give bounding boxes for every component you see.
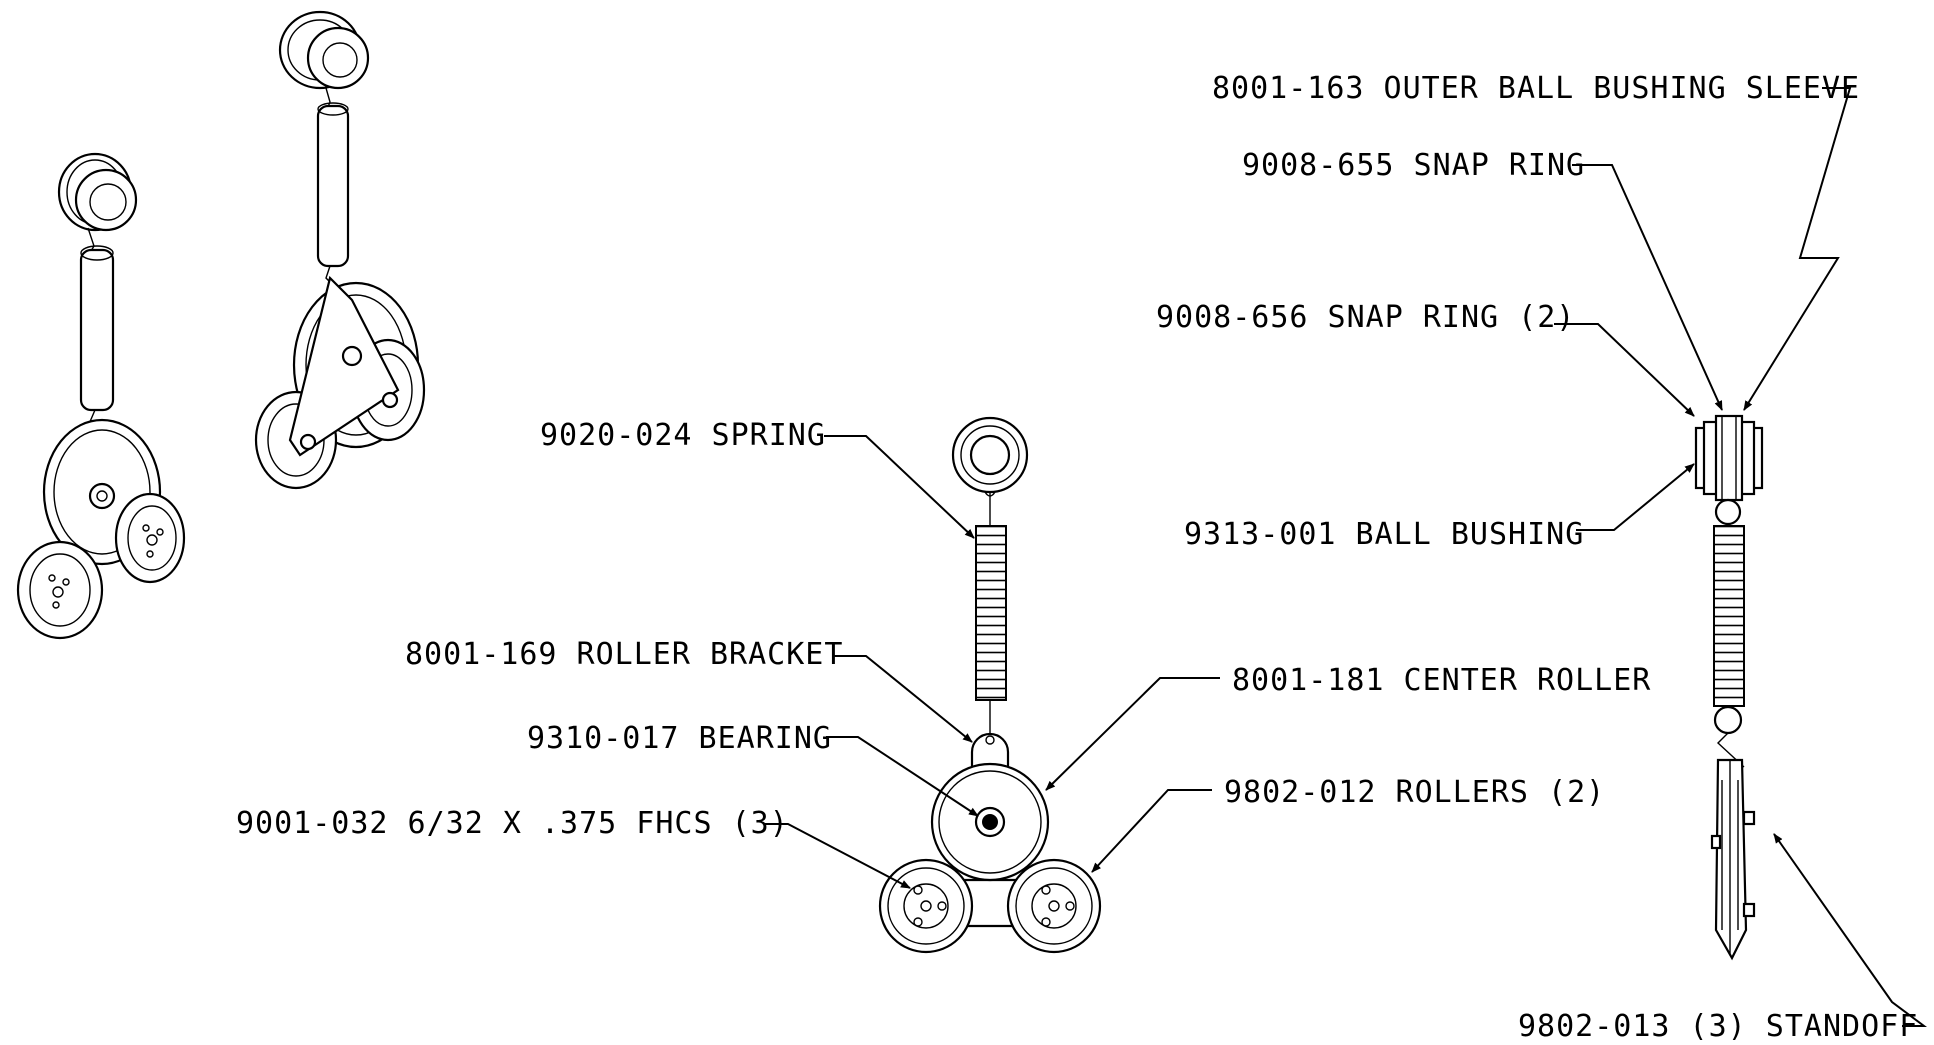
callout-bearing: 9310-017 BEARING	[527, 721, 979, 817]
svg-text:9313-001 BALL BUSHING: 9313-001 BALL BUSHING	[1184, 517, 1584, 552]
callout-outer-ball-bushing-sleeve: 8001-163 OUTER BALL BUSHING SLEEVE	[1212, 71, 1860, 411]
callout-snap-ring-655: 9008-655 SNAP RING	[1242, 148, 1723, 411]
svg-text:8001-181 CENTER ROLLER: 8001-181 CENTER ROLLER	[1232, 663, 1651, 698]
svg-text:8001-169 ROLLER BRACKET: 8001-169 ROLLER BRACKET	[405, 637, 843, 672]
side-view	[1694, 414, 1764, 961]
callout-snap-ring-656: 9008-656 SNAP RING (2)	[1156, 300, 1695, 417]
svg-text:9802-013 (3) STANDOFF: 9802-013 (3) STANDOFF	[1518, 1009, 1918, 1044]
callout-roller-bracket: 8001-169 ROLLER BRACKET	[405, 637, 973, 743]
callout-center-roller: 8001-181 CENTER ROLLER	[1045, 663, 1651, 791]
svg-text:9802-012 ROLLERS (2): 9802-012 ROLLERS (2)	[1224, 775, 1605, 810]
svg-text:9310-017 BEARING: 9310-017 BEARING	[527, 721, 832, 756]
svg-text:8001-163 OUTER BALL BUSHING SL: 8001-163 OUTER BALL BUSHING SLEEVE	[1212, 71, 1860, 106]
svg-text:9008-656 SNAP RING (2): 9008-656 SNAP RING (2)	[1156, 300, 1575, 335]
callout-ball-bushing: 9313-001 BALL BUSHING	[1184, 463, 1695, 552]
isometric-view-1	[16, 152, 186, 640]
svg-text:9008-655 SNAP RING: 9008-655 SNAP RING	[1242, 148, 1585, 183]
callout-standoff: 9802-013 (3) STANDOFF	[1518, 833, 1927, 1044]
svg-text:9001-032 6/32 X .375 FHCS (3): 9001-032 6/32 X .375 FHCS (3)	[236, 806, 789, 841]
front-view	[878, 416, 1102, 954]
callout-spring: 9020-024 SPRING	[540, 418, 975, 539]
callout-rollers: 9802-012 ROLLERS (2)	[1091, 775, 1605, 873]
callout-fhcs: 9001-032 6/32 X .375 FHCS (3)	[236, 806, 911, 889]
isometric-view-2	[254, 10, 426, 490]
svg-text:9020-024 SPRING: 9020-024 SPRING	[540, 418, 826, 453]
